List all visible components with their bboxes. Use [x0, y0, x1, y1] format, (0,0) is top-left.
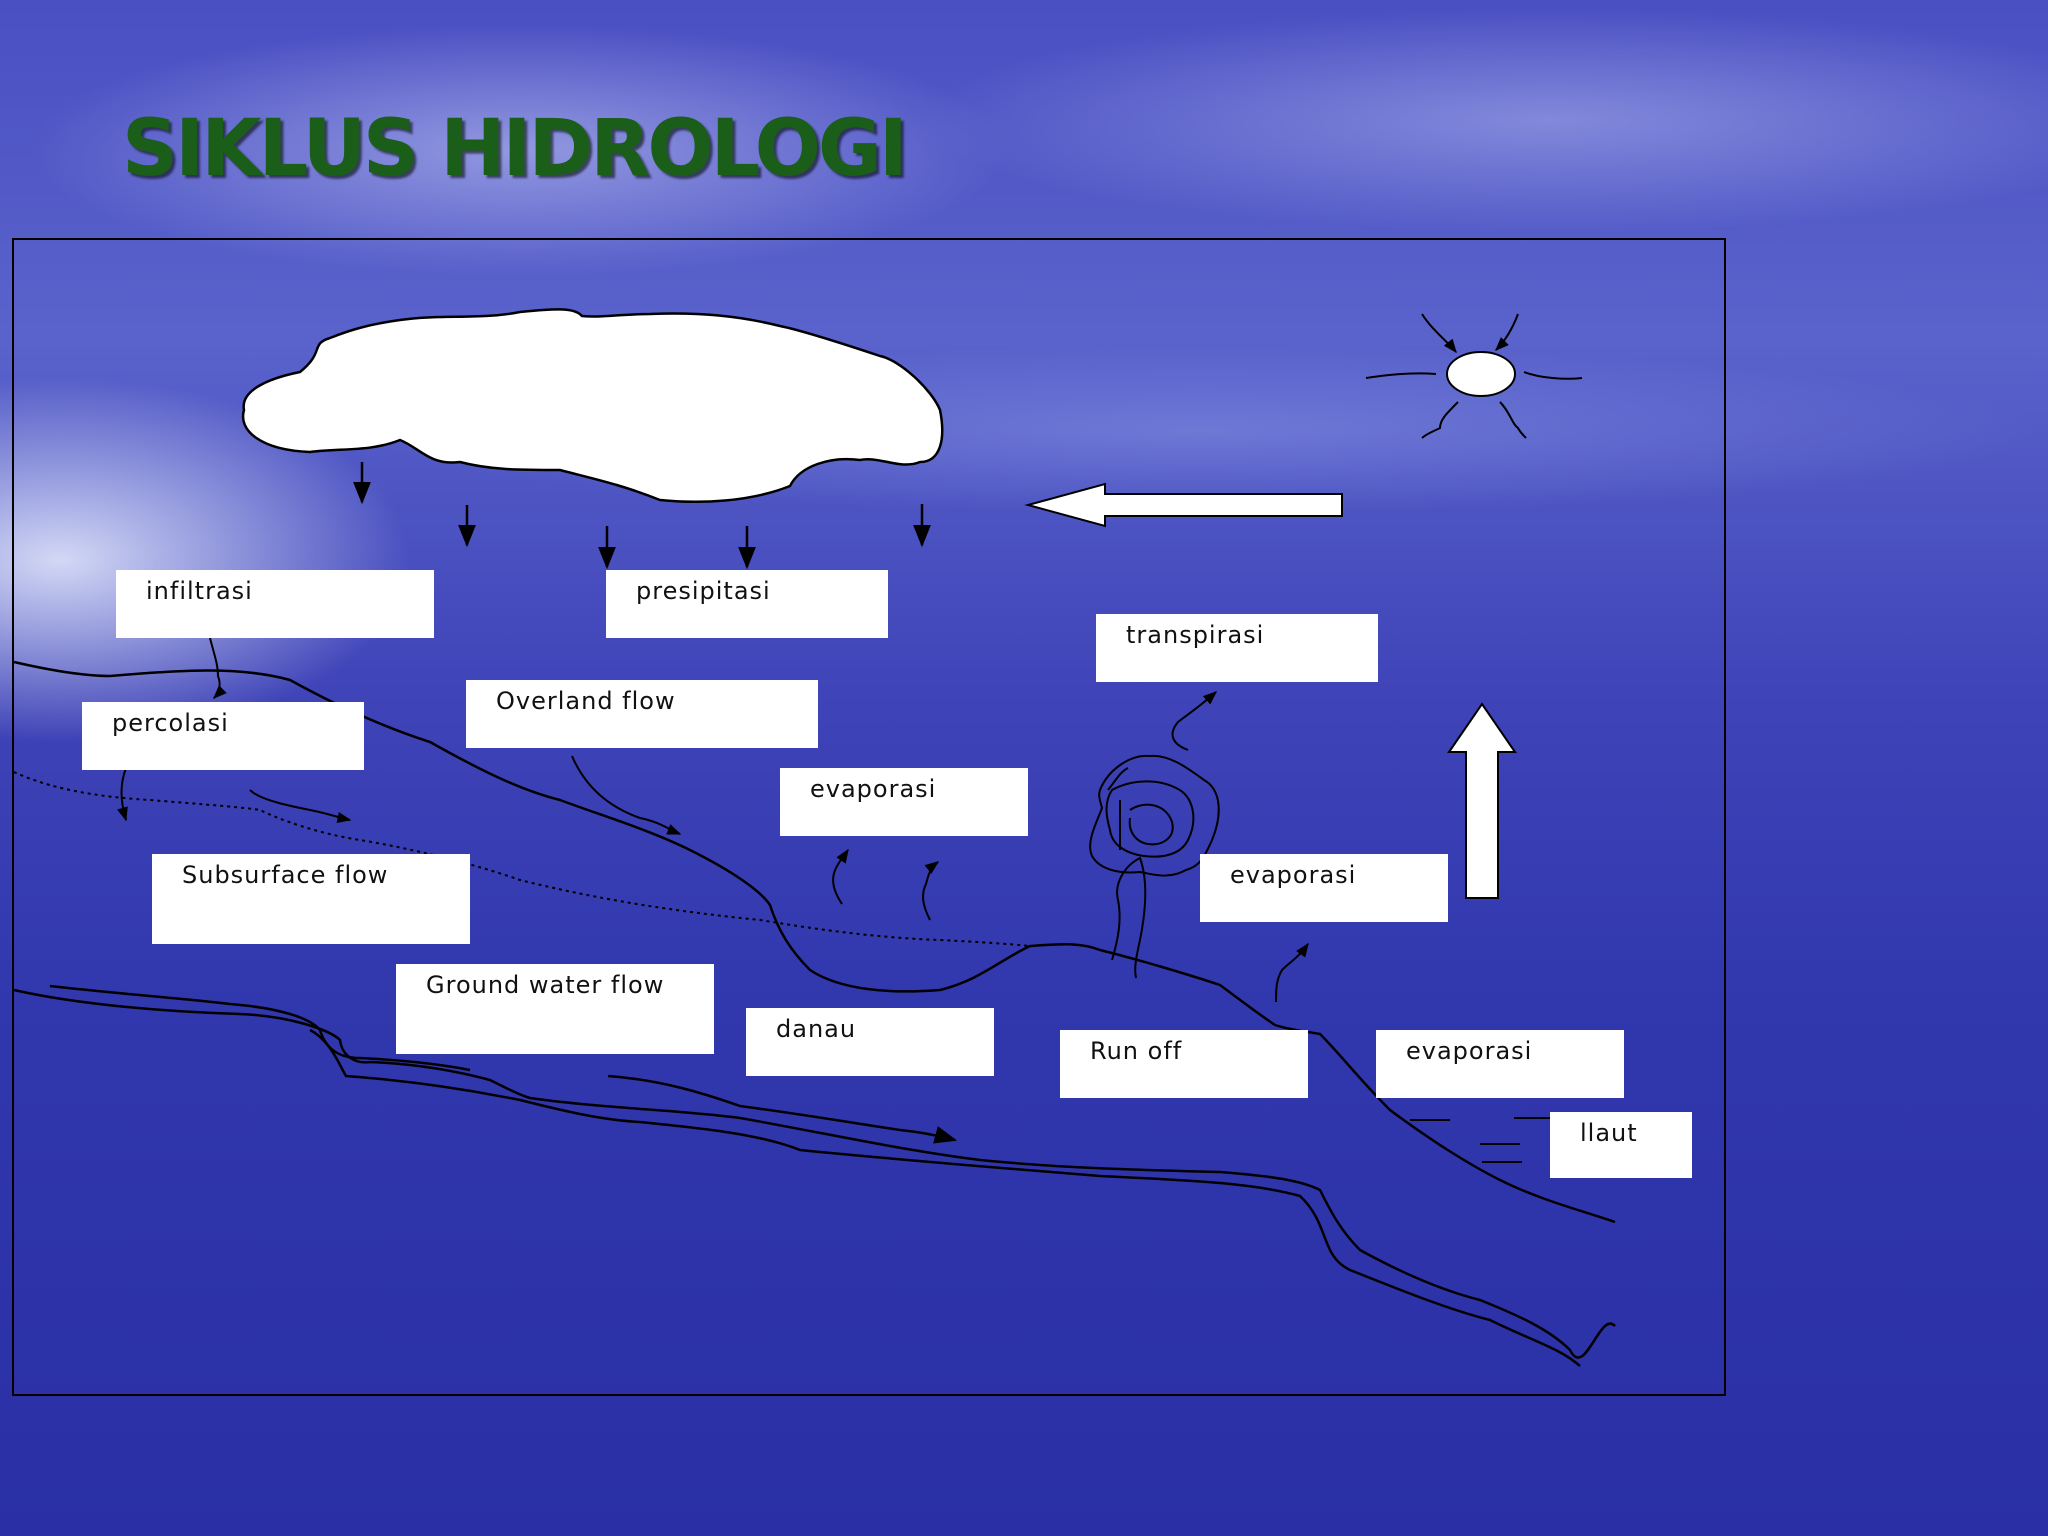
diagram-frame: [12, 238, 1726, 1396]
aquifer-lines: [13, 984, 1616, 1367]
label-run-off: Run off: [1060, 1030, 1308, 1098]
label-infiltrasi: infiltrasi: [116, 570, 434, 638]
label-percolasi: percolasi: [82, 702, 364, 770]
label-subsurface-flow: Subsurface flow: [152, 854, 470, 944]
big-up-arrow-icon: [1447, 702, 1517, 899]
label-overland-flow: Overland flow: [466, 680, 818, 748]
label-laut: llaut: [1550, 1112, 1692, 1178]
sea-lines: [1410, 1117, 1552, 1163]
tree-icon: [1089, 754, 1220, 979]
label-evaporasi-tree: evaporasi: [1200, 854, 1448, 922]
cloud-icon: [241, 308, 944, 503]
label-evaporasi-lake: evaporasi: [780, 768, 1028, 836]
flow-arrow-icons: [117, 637, 1309, 1003]
label-evaporasi-sea: evaporasi: [1376, 1030, 1624, 1098]
label-ground-water-flow: Ground water flow: [396, 964, 714, 1054]
label-danau: danau: [746, 1008, 994, 1076]
rain-arrow-icon: [353, 462, 931, 570]
big-left-arrow-icon: [1024, 482, 1343, 528]
label-transpirasi: transpirasi: [1096, 614, 1378, 682]
sun-icon: [1365, 313, 1583, 439]
slide-title: SIKLUS HIDROLOGI: [122, 104, 908, 194]
label-presipitasi: presipitasi: [606, 570, 888, 638]
